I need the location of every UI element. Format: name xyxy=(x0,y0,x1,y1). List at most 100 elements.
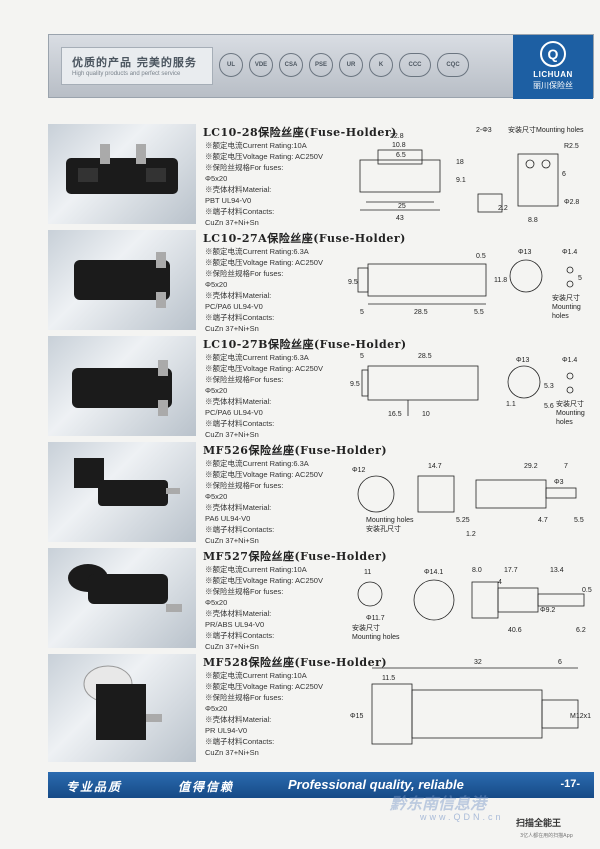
spec-line: ※额定电流Current Rating:10A xyxy=(205,141,307,150)
scanner-app-badge: 扫描全能王 xyxy=(516,816,561,829)
tagline-cn: 优质的产品 完美的服务 xyxy=(72,56,197,69)
dim-label: 7 xyxy=(564,463,568,470)
certification-marks: UL VDE CSA PSE UR K CCC CQC xyxy=(219,53,469,77)
dim-label: Φ13 xyxy=(516,357,529,364)
product-title: LC10-27B保险丝座(Fuse-Holder) xyxy=(203,338,407,351)
dim-label: 安装尺寸 xyxy=(552,293,580,302)
technical-drawing: 0.5 9.5 5 28.5 5.5 11.8 Φ13 Φ1.4 5 安装尺寸 … xyxy=(348,249,582,320)
spec-line: ※端子材料Contacts: xyxy=(205,313,275,322)
dim-label: 43 xyxy=(396,215,404,222)
dim-label: Φ2.8 xyxy=(564,199,579,206)
spec-line: PBT UL94-V0 xyxy=(205,196,252,205)
spec-line: CuZn 37+Ni+Sn xyxy=(205,642,259,651)
spec-line: CuZn 37+Ni+Sn xyxy=(205,218,259,227)
dim-label: holes xyxy=(556,419,573,426)
spec-line: ※壳体材料Material: xyxy=(205,503,272,512)
dim-label: 6.2 xyxy=(576,627,586,634)
catalog-header: 优质的产品 完美的服务 High quality products and pe… xyxy=(48,34,594,99)
dim-label: M12x1 xyxy=(570,713,591,720)
dim-label: 0.5 xyxy=(582,587,592,594)
dim-label: Φ13 xyxy=(518,249,531,256)
spec-line: PR/ABS UL94-V0 xyxy=(205,620,265,629)
product-title: MF527保险丝座(Fuse-Holder) xyxy=(203,550,388,563)
spec-line: ※端子材料Contacts: xyxy=(205,419,275,428)
spec-line: ※保险丝规格For fuses: xyxy=(205,693,284,702)
dim-label: 22.8 xyxy=(390,133,404,140)
brand-logo-icon: Q xyxy=(540,41,566,67)
spec-line: ※额定电流Current Rating:10A xyxy=(205,565,307,574)
dim-label: 25 xyxy=(398,203,406,210)
catalog-footer: 专业品质 值得信赖 Professional quality, reliable… xyxy=(48,772,594,798)
cqc-cert-icon: CQC xyxy=(437,53,469,77)
dim-label: 16.5 xyxy=(388,411,402,418)
product-title: LC10-27A保险丝座(Fuse-Holder) xyxy=(203,232,406,245)
spec-line: Φ5x20 xyxy=(205,386,228,395)
spec-line: ※壳体材料Material: xyxy=(205,397,272,406)
spec-line: ※额定电压Voltage Rating: AC250V xyxy=(205,152,323,161)
dim-label: 6 xyxy=(558,659,562,666)
dim-label: 8.0 xyxy=(472,567,482,574)
spec-line: ※端子材料Contacts: xyxy=(205,737,275,746)
watermark-url: www.QDN.cn xyxy=(420,812,504,822)
dim-label: 11.5 xyxy=(382,675,395,682)
dim-label: 28.5 xyxy=(418,353,432,360)
ul-cert-icon: UL xyxy=(219,53,243,77)
product-row: MF527保险丝座(Fuse-Holder) ※额定电流Current Rati… xyxy=(48,548,594,652)
spec-line: PC/PA6 UL94-V0 xyxy=(205,302,263,311)
dim-label: 6 xyxy=(562,171,566,178)
dim-label: 4.7 xyxy=(538,517,548,524)
technical-drawing: 11 Φ14.1 Φ11.7 安装尺寸 Mounting holes 8.0 1… xyxy=(352,567,592,641)
spec-line: CuZn 37+Ni+Sn xyxy=(205,748,259,757)
dim-label: 4 xyxy=(498,579,502,586)
dim-label: 安装尺寸Mounting holes xyxy=(508,125,584,134)
product-photo xyxy=(48,654,196,762)
dim-label: 11 xyxy=(364,569,371,576)
technical-drawing: 32 6 11.5 Φ15 M12x1 xyxy=(350,659,591,745)
ur-cert-icon: UR xyxy=(339,53,363,77)
dim-label: 5 xyxy=(578,275,582,282)
spec-line: Φ5x20 xyxy=(205,492,228,501)
slogan-en: Professional quality, reliable xyxy=(288,777,464,792)
dim-label: 5.5 xyxy=(474,309,484,316)
fuse-holder-icon xyxy=(72,360,172,416)
dim-label: 9.5 xyxy=(348,279,358,286)
product-specs: ※额定电流Current Rating:6.3A ※额定电压Voltage Ra… xyxy=(205,458,323,546)
dim-label: 5.3 xyxy=(544,383,554,390)
fuse-holder-icon xyxy=(83,665,162,740)
spec-line: ※保险丝规格For fuses: xyxy=(205,269,284,278)
dim-label: 18 xyxy=(456,159,464,166)
dim-label: 1.2 xyxy=(466,531,476,538)
dim-label: 8.8 xyxy=(528,217,538,224)
slogan-cn-1: 专业品质 xyxy=(66,780,123,794)
product-specs: ※额定电流Current Rating:10A ※额定电压Voltage Rat… xyxy=(205,564,323,652)
spec-line: ※壳体材料Material: xyxy=(205,185,272,194)
spec-line: CuZn 37+Ni+Sn xyxy=(205,536,259,545)
watermark-text: 黔东南信息港 xyxy=(390,794,487,813)
dim-label: 32 xyxy=(474,659,482,666)
spec-line: ※端子材料Contacts: xyxy=(205,207,275,216)
spec-line: Φ5x20 xyxy=(205,280,228,289)
product-row: MF528保险丝座(Fuse-Holder) ※额定电流Current Rati… xyxy=(48,654,594,764)
dim-label: 9.5 xyxy=(350,381,360,388)
spec-line: ※壳体材料Material: xyxy=(205,609,272,618)
product-row: MF526保险丝座(Fuse-Holder) ※额定电流Current Rati… xyxy=(48,442,594,546)
dim-label: 0.5 xyxy=(476,253,486,260)
product-photo xyxy=(48,124,196,224)
brand-name-cn: 丽川保险丝 xyxy=(533,81,573,90)
dim-label: Φ9.2 xyxy=(540,607,555,614)
fuse-holder-icon xyxy=(68,564,182,612)
spec-line: PC/PA6 UL94-V0 xyxy=(205,408,263,417)
dim-label: Mounting xyxy=(552,304,581,311)
dim-label: Φ14.1 xyxy=(424,569,443,576)
ccc-cert-icon: CCC xyxy=(399,53,431,77)
dim-label: Mounting xyxy=(556,410,585,417)
dim-label: Φ15 xyxy=(350,713,363,720)
spec-line: ※额定电压Voltage Rating: AC250V xyxy=(205,470,323,479)
csa-cert-icon: CSA xyxy=(279,53,303,77)
product-row: LC10-27A保险丝座(Fuse-Holder) ※额定电流Current R… xyxy=(48,230,594,333)
product-specs: ※额定电流Current Rating:6.3A ※额定电压Voltage Ra… xyxy=(205,352,323,440)
spec-line: ※保险丝规格For fuses: xyxy=(205,375,284,384)
fuse-holder-icon xyxy=(74,458,180,506)
dim-label: 40.6 xyxy=(508,627,522,634)
dim-label: 10.8 xyxy=(392,142,406,149)
